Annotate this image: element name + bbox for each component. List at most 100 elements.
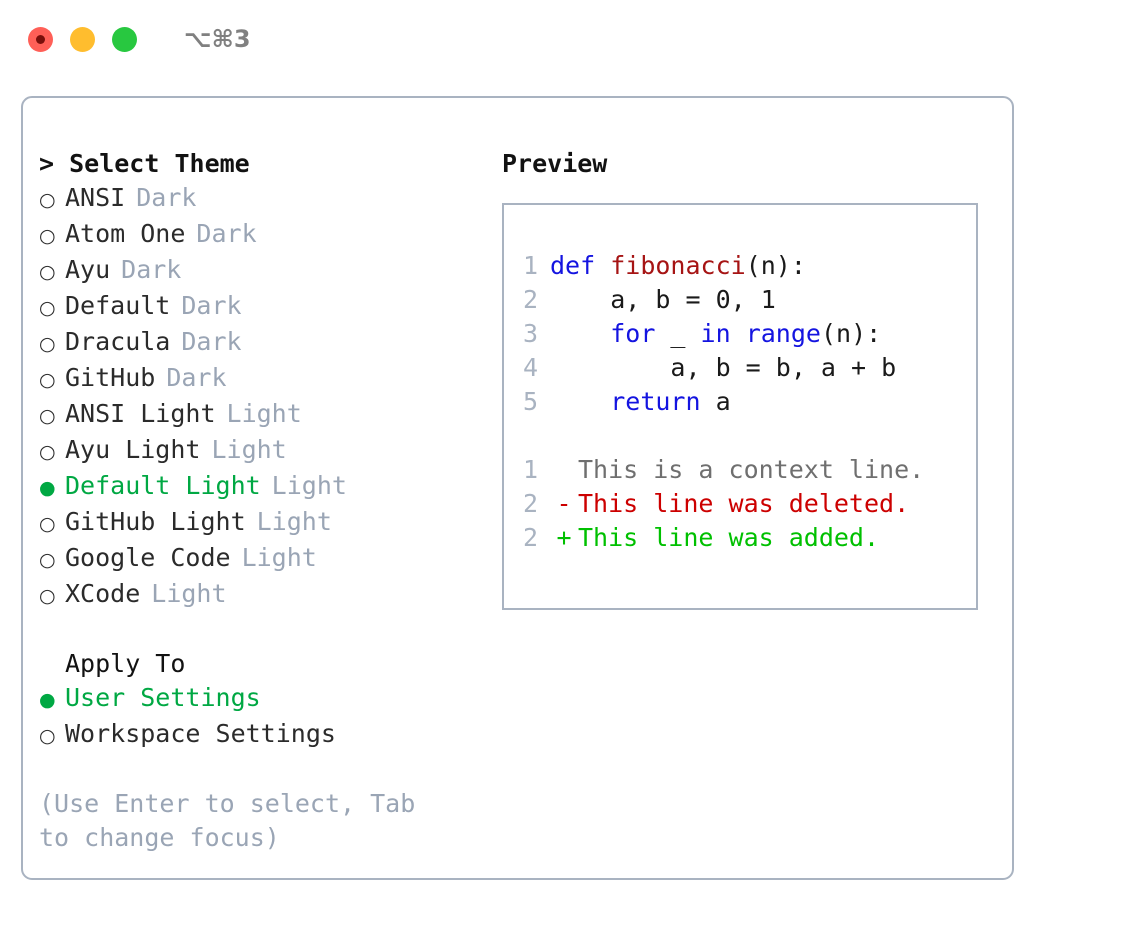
code-token-kw: for — [610, 319, 656, 348]
theme-option-ansi-light[interactable]: ○ ANSI Light Light — [39, 397, 479, 433]
radio-unselected-icon: ○ — [39, 333, 56, 355]
radio-selected-icon: ● — [39, 477, 56, 499]
theme-option-label: ANSI Light — [65, 399, 216, 428]
code-token-plain: a — [700, 387, 731, 416]
theme-variant-tag: Dark — [166, 363, 227, 392]
code-line: 1 def fibonacci(n): — [504, 249, 976, 283]
code-token-plain: _ — [655, 319, 701, 348]
theme-option-default-light[interactable]: ● Default Light Light — [39, 469, 479, 505]
code-line-content: a, b = b, a + b — [550, 351, 896, 385]
theme-variant-tag: Dark — [181, 327, 242, 356]
diff-line-ctx: 1 This is a context line. — [504, 453, 976, 487]
theme-option-ayu-light[interactable]: ○ Ayu Light Light — [39, 433, 479, 469]
apply-to-section: Apply To ●User Settings○Workspace Settin… — [39, 647, 479, 753]
diff-line-number: 2 — [522, 523, 538, 552]
code-line-number: 5 — [522, 387, 538, 416]
code-line-number: 1 — [522, 251, 538, 280]
apply-to-option-label: Workspace Settings — [65, 719, 336, 748]
theme-option-label: Ayu Light — [65, 435, 201, 464]
theme-option-label: GitHub Light — [65, 507, 246, 536]
traffic-light-group — [28, 26, 137, 52]
code-token-plain — [731, 319, 746, 348]
theme-option-ayu[interactable]: ○ Ayu Dark — [39, 253, 479, 289]
diff-sign — [550, 453, 578, 487]
theme-option-label: Atom One — [65, 219, 186, 248]
diff-sample-block: 1 This is a context line.2-This line was… — [504, 453, 976, 555]
theme-option-default[interactable]: ○ Default Dark — [39, 289, 479, 325]
code-token-kw: in — [700, 319, 731, 348]
radio-unselected-icon: ○ — [39, 725, 56, 747]
theme-variant-tag: Light — [226, 399, 302, 428]
code-line: 5 return a — [504, 385, 976, 419]
theme-variant-tag: Dark — [181, 291, 242, 320]
radio-unselected-icon: ○ — [39, 513, 56, 535]
code-token-plain — [550, 319, 610, 348]
theme-option-github-light[interactable]: ○ GitHub Light Light — [39, 505, 479, 541]
radio-unselected-icon: ○ — [39, 585, 56, 607]
window-titlebar: ⌥⌘3 — [0, 0, 1140, 78]
maximize-window-button[interactable] — [112, 26, 137, 52]
code-token-plain: a, b = b, a + b — [550, 353, 897, 382]
theme-variant-tag: Dark — [196, 219, 257, 248]
code-line-number: 4 — [522, 353, 538, 382]
code-line-number: 3 — [522, 319, 538, 348]
code-token-kw: def — [550, 251, 596, 280]
theme-option-label: Ayu — [65, 255, 111, 284]
theme-variant-tag: Light — [271, 471, 347, 500]
radio-unselected-icon: ○ — [39, 549, 56, 571]
apply-to-option-workspace-settings[interactable]: ○ Workspace Settings — [39, 717, 479, 753]
radio-unselected-icon: ○ — [39, 405, 56, 427]
radio-unselected-icon: ○ — [39, 261, 56, 283]
theme-selector-header: > Select Theme — [39, 149, 250, 178]
theme-option-ansi[interactable]: ○ ANSI Dark — [39, 181, 479, 217]
code-line: 4 a, b = b, a + b — [504, 351, 976, 385]
diff-line-add: 2 +This line was added. — [504, 521, 976, 555]
radio-unselected-icon: ○ — [39, 441, 56, 463]
theme-option-label: Google Code — [65, 543, 231, 572]
code-line-content: return a — [550, 385, 731, 419]
radio-unselected-icon: ○ — [39, 189, 56, 211]
radio-selected-icon: ● — [39, 689, 56, 711]
code-token-plain: (n): — [745, 251, 806, 280]
close-window-button[interactable] — [28, 26, 53, 52]
diff-sign: + — [556, 523, 572, 552]
code-line-content: for _ in range(n): — [550, 317, 881, 351]
diff-line-number: 2 — [522, 489, 538, 518]
theme-option-google-code[interactable]: ○ Google Code Light — [39, 541, 479, 577]
theme-option-label: Default — [65, 291, 171, 320]
theme-variant-tag: Light — [256, 507, 332, 536]
theme-variant-tag: Dark — [136, 183, 197, 212]
code-token-kw: return — [610, 387, 701, 416]
theme-option-label: ANSI — [65, 183, 126, 212]
window-shortcut-label: ⌥⌘3 — [184, 25, 251, 53]
theme-variant-tag: Light — [211, 435, 287, 464]
code-token-plain — [550, 387, 610, 416]
diff-line-del: 2-This line was deleted. — [504, 487, 976, 521]
diff-line-text: This line was added. — [578, 523, 880, 552]
diff-line-text: This is a context line. — [578, 455, 925, 484]
apply-to-option-label: User Settings — [65, 683, 261, 712]
apply-to-list: ● User Settings ○ Workspace Settings — [39, 681, 479, 753]
code-token-plain: (n): — [820, 319, 882, 348]
theme-variant-tag: Light — [241, 543, 317, 572]
radio-unselected-icon: ○ — [39, 297, 56, 319]
code-token-fn: fibonacci — [610, 251, 746, 280]
theme-option-label: Default Light — [65, 471, 261, 500]
code-line-content: a, b = 0, 1 — [550, 283, 776, 317]
minimize-window-button[interactable] — [70, 26, 95, 52]
apply-to-option-user-settings[interactable]: ● User Settings — [39, 681, 479, 717]
code-line-content: def fibonacci(n): — [550, 249, 806, 283]
theme-variant-tag: Light — [151, 579, 227, 608]
theme-variant-tag: Dark — [121, 255, 182, 284]
